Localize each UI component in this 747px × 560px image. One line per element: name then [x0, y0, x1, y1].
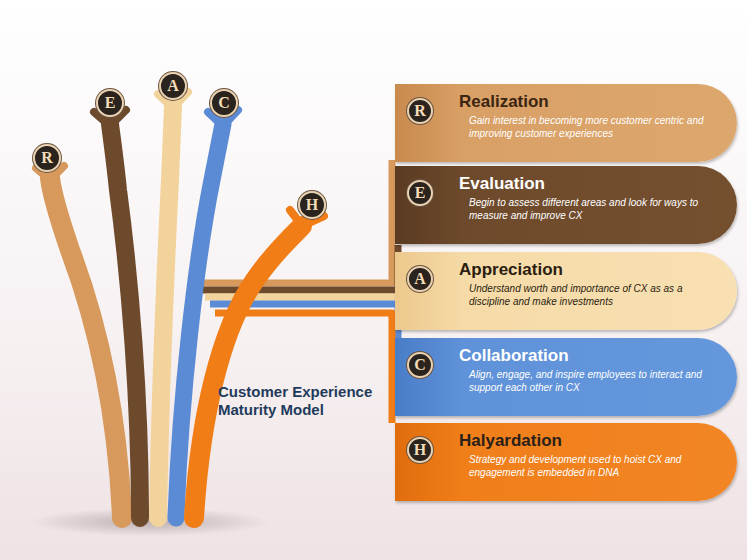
stage-description: Begin to assess different areas and look…	[469, 196, 707, 222]
hand-letter-circle: C	[210, 89, 238, 117]
stage-letter: H	[414, 442, 426, 458]
hand-letter-circle: A	[159, 72, 187, 100]
stage-letter: C	[414, 357, 426, 373]
stage-band: HalyardationStrategy and development use…	[395, 423, 737, 501]
band-letter-circle: R	[407, 98, 433, 124]
band-letter-circle: A	[407, 266, 433, 292]
stage-heading: Evaluation	[459, 174, 707, 194]
stage-description: Strategy and development used to hoist C…	[469, 453, 707, 479]
stage-description: Gain interest in becoming more customer …	[469, 114, 707, 140]
band-text: EvaluationBegin to assess different area…	[459, 174, 707, 222]
stage-description: Understand worth and importance of CX as…	[469, 282, 707, 308]
stage-band: AppreciationUnderstand worth and importa…	[395, 252, 737, 330]
stage-letter: A	[167, 78, 179, 94]
diagram-title: Customer Experience Maturity Model	[218, 383, 398, 419]
stage-description: Align, engage, and inspire employees to …	[469, 368, 707, 394]
hand-letter-circle: H	[298, 191, 326, 219]
stage-letter: E	[415, 185, 426, 201]
stage-letter: R	[414, 103, 426, 119]
band-letter-circle: C	[407, 352, 433, 378]
stage-band: EvaluationBegin to assess different area…	[395, 166, 737, 244]
hand-letter-circle: R	[33, 144, 61, 172]
stage-letter: A	[414, 271, 426, 287]
stage-letter: C	[218, 95, 230, 111]
stage-band: RealizationGain interest in becoming mor…	[395, 84, 737, 162]
stage-heading: Halyardation	[459, 431, 707, 451]
stage-letter: H	[306, 197, 318, 213]
band-letter-circle: H	[407, 437, 433, 463]
band-text: CollaborationAlign, engage, and inspire …	[459, 346, 707, 394]
band-letter-circle: E	[407, 180, 433, 206]
stage-heading: Realization	[459, 92, 707, 112]
stage-band: CollaborationAlign, engage, and inspire …	[395, 338, 737, 416]
band-text: HalyardationStrategy and development use…	[459, 431, 707, 479]
hand-letter-circle: E	[96, 89, 124, 117]
stage-letter: R	[41, 150, 53, 166]
band-text: AppreciationUnderstand worth and importa…	[459, 260, 707, 308]
band-text: RealizationGain interest in becoming mor…	[459, 92, 707, 140]
stage-heading: Appreciation	[459, 260, 707, 280]
stage-heading: Collaboration	[459, 346, 707, 366]
stage-letter: E	[105, 95, 116, 111]
